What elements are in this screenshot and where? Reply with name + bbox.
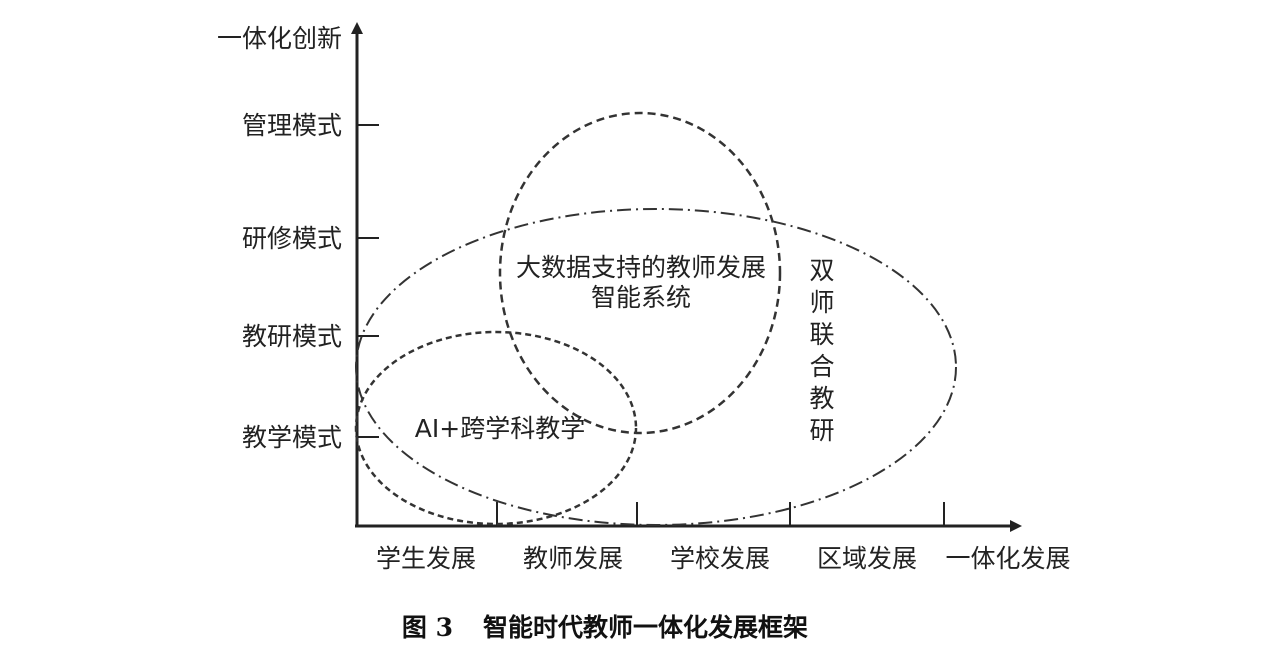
y-level-label: 教研模式 (242, 322, 342, 351)
big-data-label-line1: 大数据支持的教师发展 (516, 253, 766, 282)
dual-label-char: 师 (809, 288, 834, 317)
big-data-label-line2: 智能系统 (591, 283, 691, 312)
y-axis-title: 一体化创新 (217, 24, 342, 53)
x-level-label: 一体化发展 (945, 544, 1070, 573)
x-level-label: 教师发展 (523, 544, 623, 573)
x-level-label: 学生发展 (376, 544, 476, 573)
y-level-label: 教学模式 (242, 423, 342, 452)
ai-region (354, 330, 638, 526)
big-data-region (498, 111, 782, 435)
x-level-label: 学校发展 (670, 544, 770, 573)
ai-region-label: AI+跨学科教学 (415, 414, 585, 443)
figure-title: 智能时代教师一体化发展框架 (483, 613, 808, 642)
dual-teacher-region (355, 208, 957, 526)
dual-label-char: 教 (809, 384, 834, 413)
x-level-label: 区域发展 (817, 544, 917, 573)
figure-number: 图 3 (402, 613, 453, 642)
dual-label-char: 研 (809, 416, 834, 445)
y-level-label: 管理模式 (242, 111, 342, 140)
dual-label-char: 合 (809, 352, 834, 381)
dual-label-char: 双 (809, 256, 834, 285)
y-level-label: 研修模式 (242, 224, 342, 253)
dual-label-char: 联 (809, 320, 834, 349)
